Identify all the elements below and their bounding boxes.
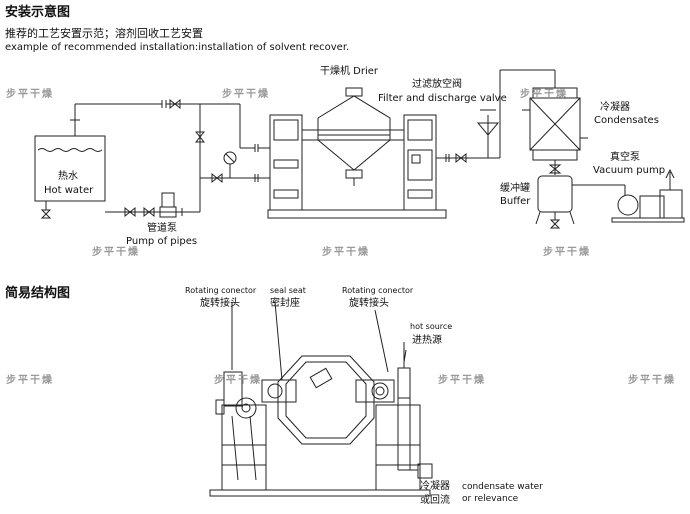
drier-label: 干燥机 Drier [320,66,379,77]
hot-source-cn: 进热源 [412,335,442,346]
buffer-label-en: Buffer [500,196,531,207]
watermark: 步平干燥 [438,375,486,386]
seal-seat-en: seal seat [270,286,306,295]
vacuum-label-en: Vacuum pump [593,165,666,176]
pipe-pump-line [105,192,200,218]
rotating-connector-left-en: Rotating conector [185,286,257,295]
watermark: 步平干燥 [520,89,568,100]
hot-water-label-en: Hot water [44,185,94,196]
buffer-tank [535,175,626,229]
condenser-label-en: Condensates [594,115,659,126]
bypass-branch [194,104,270,212]
watermark: 步平干燥 [6,375,54,386]
subtitle-en: example of recommended installation:inst… [5,42,350,53]
filter-label-cn: 过滤放空阀 [412,79,462,90]
watermark: 步平干燥 [92,247,140,258]
hot-water-label-cn: 热水 [58,171,78,182]
drier-machine [267,87,447,219]
condenser-reflux-cn-1: 冷凝器 [420,481,450,492]
vacuum-line [436,69,556,164]
buffer-label-cn: 缓冲罐 [500,183,530,194]
structure-diagram [209,301,433,497]
watermark: 步平干燥 [628,375,676,386]
rotating-connector-right-en: Rotating conector [342,286,414,295]
watermark: 步平干燥 [6,89,54,100]
condenser [522,87,588,175]
rotating-connector-right-cn: 旋转接头 [349,298,389,309]
condenser-reflux-cn-2: 或回流 [420,495,450,506]
vacuum-label-cn: 真空泵 [610,152,640,163]
subtitle-cn: 推荐的工艺安置示范；溶剂回收工艺安置 [5,27,203,40]
rotating-connector-left-cn: 旋转接头 [200,298,240,309]
hot-source-en: hot source [410,322,453,331]
vacuum-pump [611,168,685,223]
condenser-label-cn: 冷凝器 [600,102,630,113]
watermark: 步平干燥 [214,375,262,386]
page-title: 安装示意图 [5,5,71,20]
pipe-pump-label-en: Pump of pipes [126,236,198,247]
watermark: 步平干燥 [222,89,270,100]
watermark: 步平干燥 [322,247,370,258]
filter-label-en: Filter and discharge valve [378,93,507,104]
seal-seat-cn: 密封座 [270,298,300,309]
watermark: 步平干燥 [543,247,591,258]
pipe-pump-label-cn: 管道泵 [147,223,177,234]
hot-water-supply-pipe [75,98,270,152]
structure-title: 简易结构图 [5,286,71,301]
condensate-water-en-1: condensate water [462,482,543,492]
condensate-water-en-2: or relevance [462,494,519,504]
hot-water-tank [34,104,106,219]
